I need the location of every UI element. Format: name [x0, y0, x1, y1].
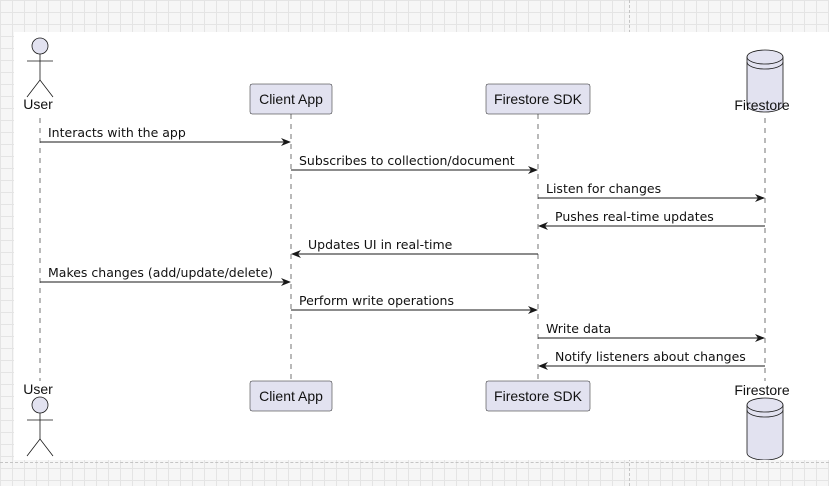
page-boundary-horizontal	[0, 462, 829, 463]
participant-box-bottom	[249, 380, 333, 412]
database-body	[746, 56, 784, 113]
actor-head	[31, 37, 49, 55]
participant-label-top: Firestore SDK	[494, 91, 583, 107]
database-top-icon	[746, 49, 784, 113]
arrow-head-icon	[755, 194, 765, 202]
message-label: Interacts with the app	[48, 125, 186, 140]
database-rim	[746, 409, 784, 418]
participant-label-bottom: Firestore SDK	[494, 388, 583, 404]
participant-box-top	[485, 83, 591, 115]
participant-label-top: Firestore	[734, 97, 789, 113]
arrow-head-icon	[281, 138, 291, 146]
participant-label-bottom: Firestore	[734, 382, 789, 398]
actor-head	[31, 396, 49, 414]
participant-label-bottom: Client App	[259, 388, 323, 404]
participant-label-top: User	[23, 96, 53, 112]
arrow-head-icon	[538, 222, 548, 230]
arrow-head-icon	[281, 278, 291, 286]
message-label: Pushes real-time updates	[555, 209, 714, 224]
participant-box-top	[249, 83, 333, 115]
arrow-head-icon	[538, 362, 548, 370]
arrow-head-icon	[291, 250, 301, 258]
actor-bottom-icon	[26, 396, 54, 457]
message-label: Makes changes (add/update/delete)	[48, 265, 273, 280]
message-label: Subscribes to collection/document	[299, 153, 515, 168]
database-top	[746, 49, 784, 65]
message-label: Write data	[546, 321, 611, 336]
actor-legs	[26, 79, 54, 98]
participant-label-top: Client App	[259, 91, 323, 107]
message-label: Perform write operations	[299, 293, 454, 308]
actor-top-icon	[26, 37, 54, 98]
arrow-head-icon	[528, 166, 538, 174]
participant-label-bottom: User	[23, 381, 53, 397]
message-label: Updates UI in real-time	[308, 237, 453, 252]
database-rim	[746, 61, 784, 70]
database-body	[746, 404, 784, 460]
arrow-head-icon	[755, 334, 765, 342]
participant-box-bottom	[485, 380, 591, 412]
message-label: Notify listeners about changes	[555, 349, 746, 364]
actor-legs	[26, 438, 54, 457]
database-bottom-icon	[746, 397, 784, 460]
database-top	[746, 397, 784, 413]
message-label: Listen for changes	[546, 181, 661, 196]
arrow-head-icon	[528, 306, 538, 314]
